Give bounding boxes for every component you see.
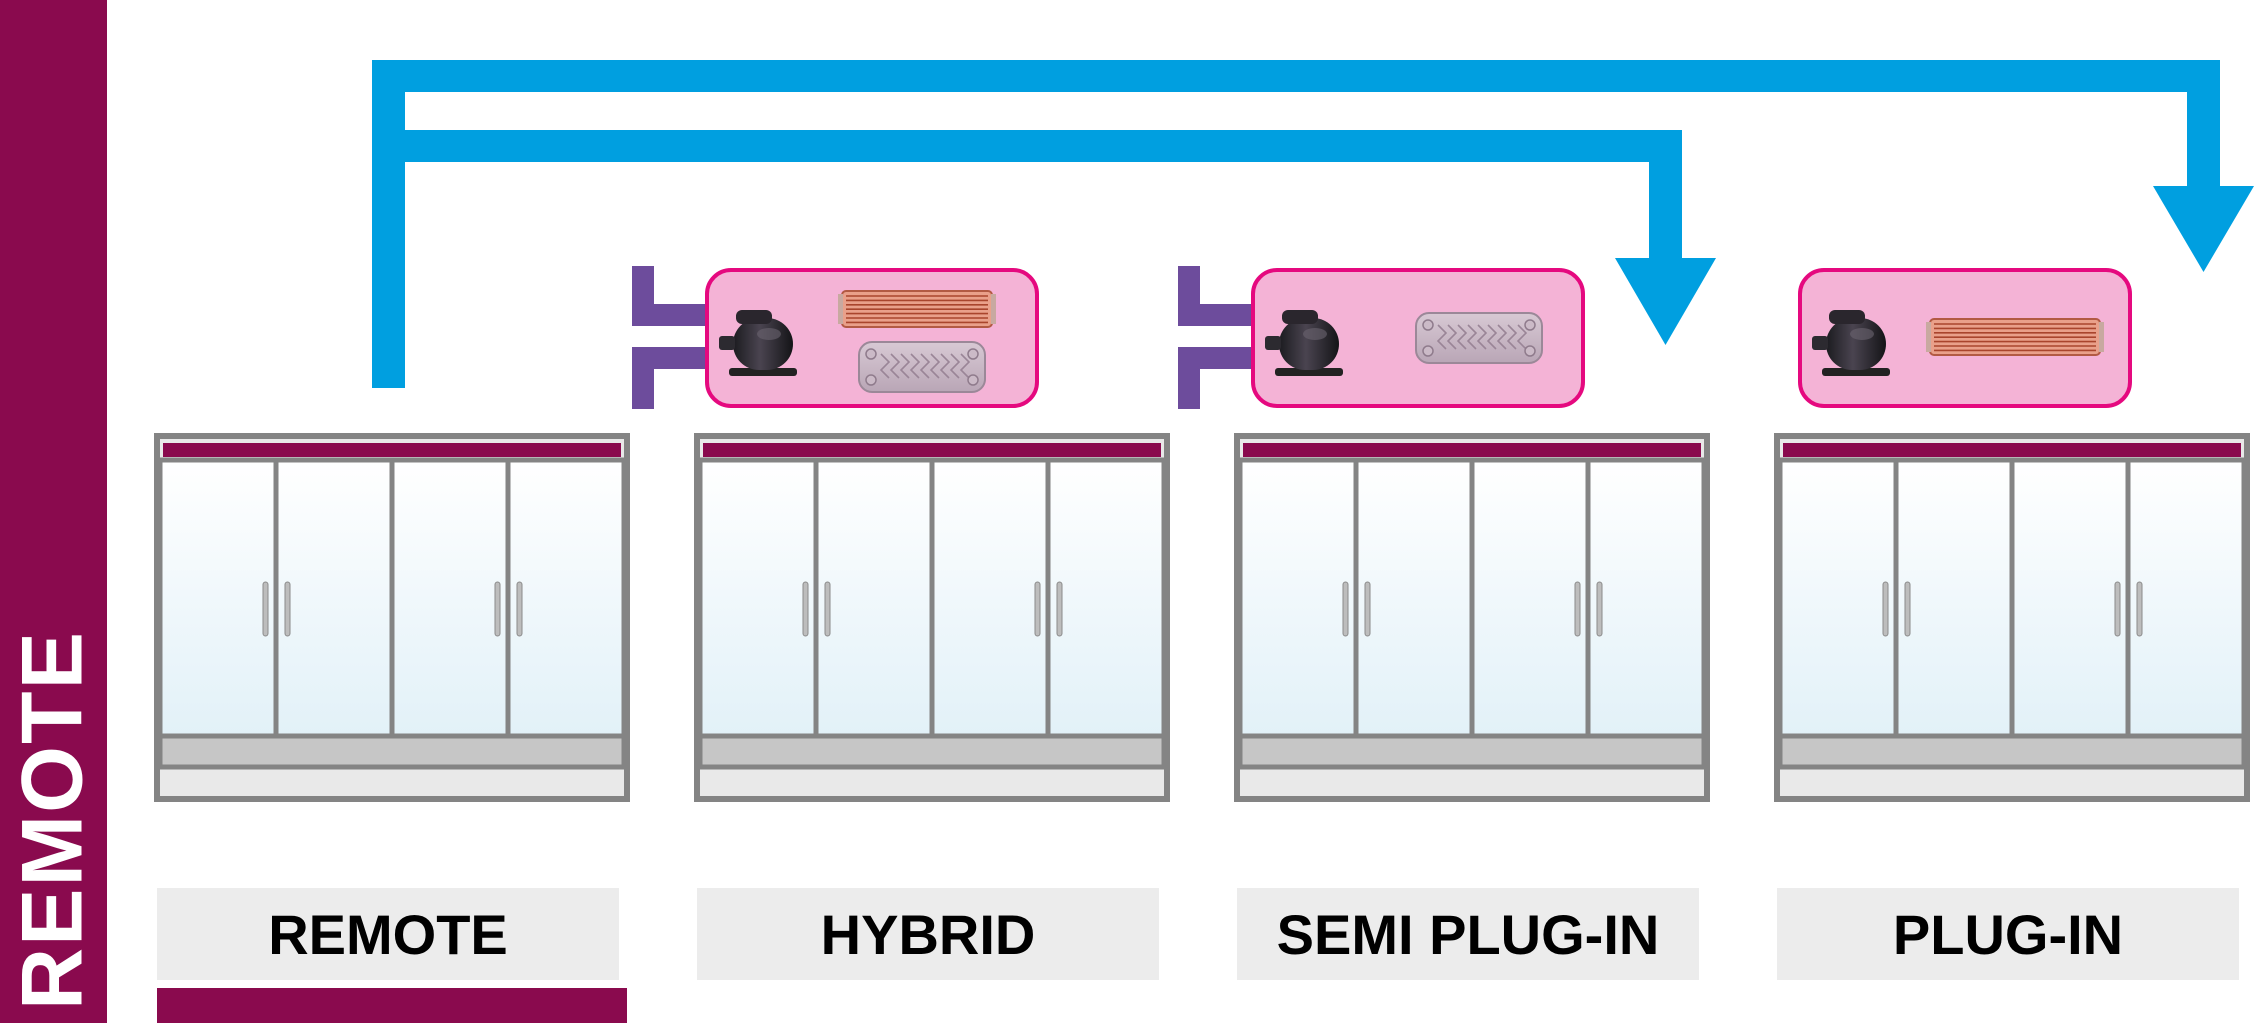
display-cabinet	[1234, 433, 1710, 802]
display-cabinet	[694, 433, 1170, 802]
cabinet-base	[1237, 733, 1707, 770]
cabinet-canopy	[1783, 443, 2241, 457]
label-box: REMOTE	[157, 888, 619, 980]
door-handle-icon	[516, 581, 523, 637]
cabinet-door	[929, 457, 1051, 739]
door-handle-icon	[1882, 581, 1889, 637]
cabinet-canopy	[163, 443, 621, 457]
cabinet-door	[1777, 457, 1899, 739]
condenser-coil-icon	[1926, 318, 2104, 356]
door-handle-icon	[1574, 581, 1581, 637]
cabinet-door	[2125, 457, 2247, 739]
cabinet-door	[273, 457, 395, 739]
door-handle-icon	[2114, 581, 2121, 637]
cabinets	[154, 433, 2250, 802]
condensing-unit	[1798, 268, 2132, 408]
label-box: HYBRID	[697, 888, 1159, 980]
arrow-head-semi-plug-in	[1615, 258, 1716, 345]
door-handle-icon	[284, 581, 291, 637]
cabinet-door	[1469, 457, 1591, 739]
door-handle-icon	[262, 581, 269, 637]
cabinet-base	[157, 733, 627, 770]
refrigerant-line-semi-plug-in	[405, 130, 1682, 258]
compressor-icon	[1265, 310, 1343, 376]
cabinet-door	[1893, 457, 2015, 739]
cabinet-base	[697, 733, 1167, 770]
door-handle-icon	[802, 581, 809, 637]
pipe-connector-icon	[1178, 266, 1252, 409]
compressor-icon	[1812, 310, 1890, 376]
cabinet-canopy	[1243, 443, 1701, 457]
door-handle-icon	[1904, 581, 1911, 637]
door-handle-icon	[1596, 581, 1603, 637]
condensing-unit	[1178, 266, 1585, 409]
condensing-unit	[632, 266, 1039, 409]
label-box: PLUG-IN	[1777, 888, 2239, 980]
compressor-icon	[719, 310, 797, 376]
cabinet-door	[1585, 457, 1707, 739]
door-handle-icon	[824, 581, 831, 637]
cabinet-canopy	[703, 443, 1161, 457]
system-label: SEMI PLUG-IN	[1276, 902, 1660, 966]
cabinet-door	[389, 457, 511, 739]
door-handle-icon	[2136, 581, 2143, 637]
selected-indicator	[157, 988, 627, 1023]
condensing-units	[632, 266, 2132, 409]
display-cabinet	[154, 433, 630, 802]
condenser-coil-icon	[838, 290, 996, 328]
cabinet-door	[1353, 457, 1475, 739]
cabinet-door	[505, 457, 627, 739]
cabinet-door	[697, 457, 819, 739]
cabinet-door	[1045, 457, 1167, 739]
system-label: PLUG-IN	[1892, 902, 2124, 966]
display-cabinet	[1774, 433, 2250, 802]
system-label: HYBRID	[820, 902, 1036, 966]
label-box: SEMI PLUG-IN	[1237, 888, 1699, 980]
door-handle-icon	[1034, 581, 1041, 637]
plate-heat-exchanger-icon	[858, 341, 986, 393]
door-handle-icon	[1056, 581, 1063, 637]
cabinet-base	[1777, 733, 2247, 770]
door-handle-icon	[494, 581, 501, 637]
refrigerant-lines	[372, 60, 2254, 388]
pipe-connector-icon	[632, 266, 706, 409]
side-bar: REMOTE	[0, 0, 107, 1023]
system-label: REMOTE	[268, 902, 508, 966]
door-handle-icon	[1364, 581, 1371, 637]
door-handle-icon	[1342, 581, 1349, 637]
cabinet-door	[813, 457, 935, 739]
cabinet-door	[2009, 457, 2131, 739]
arrow-head-plug-in	[2153, 186, 2254, 272]
cabinet-door	[1237, 457, 1359, 739]
cabinet-door	[157, 457, 279, 739]
plate-heat-exchanger-icon	[1415, 312, 1543, 364]
